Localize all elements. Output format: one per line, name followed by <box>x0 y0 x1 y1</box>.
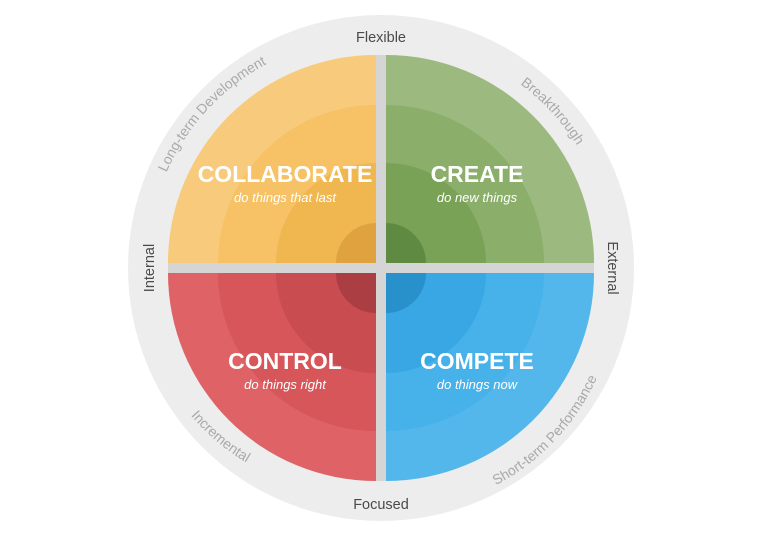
quadrant-create-tint <box>386 55 594 263</box>
quadrant-control-tint <box>168 273 376 481</box>
quadrant-compete-ring-mid <box>386 273 544 431</box>
quadrant-compete-core <box>386 273 426 313</box>
create-subtitle: do new things <box>437 190 518 205</box>
collaborate-subtitle: do things that last <box>234 190 337 205</box>
quadrant-create-ring-inner <box>386 163 486 263</box>
quadrant-collaborate-ring-inner <box>276 163 376 263</box>
compete-subtitle: do things now <box>437 377 519 392</box>
quadrant-collaborate-tint <box>168 55 376 263</box>
quadrant-create-ring-mid <box>386 105 544 263</box>
create-title: CREATE <box>431 161 524 187</box>
quadrant-collaborate <box>168 55 376 263</box>
axis-label-left: Internal <box>142 244 158 292</box>
quadrant-control-fill <box>168 273 376 481</box>
quadrant-create-core <box>386 223 426 263</box>
compete-title: COMPETE <box>420 348 534 374</box>
collaborate-title: COLLABORATE <box>198 161 373 187</box>
quadrant-create-fill <box>386 55 594 263</box>
quadrant-collaborate-fill <box>168 55 376 263</box>
quadrant-control-ring-mid <box>218 273 376 431</box>
quadrant-compete-fill <box>386 273 594 481</box>
divider-horizontal <box>168 263 594 273</box>
quadrant-collaborate-ring-mid <box>218 105 376 263</box>
quadrant-create <box>386 55 594 263</box>
control-subtitle: do things right <box>244 377 327 392</box>
axis-label-right: External <box>604 241 620 294</box>
quadrant-control-core <box>336 273 376 313</box>
axis-label-bottom: Focused <box>353 497 409 513</box>
quadrant-collaborate-core <box>336 223 376 263</box>
quadrant-control <box>168 273 376 481</box>
quadrant-compete-tint <box>386 273 594 481</box>
axis-label-top: Flexible <box>356 30 406 46</box>
quadrant-compete <box>386 273 594 481</box>
quadrant-control-ring-inner <box>276 273 376 373</box>
quadrant-compete-ring-inner <box>386 273 486 373</box>
control-title: CONTROL <box>228 348 342 374</box>
